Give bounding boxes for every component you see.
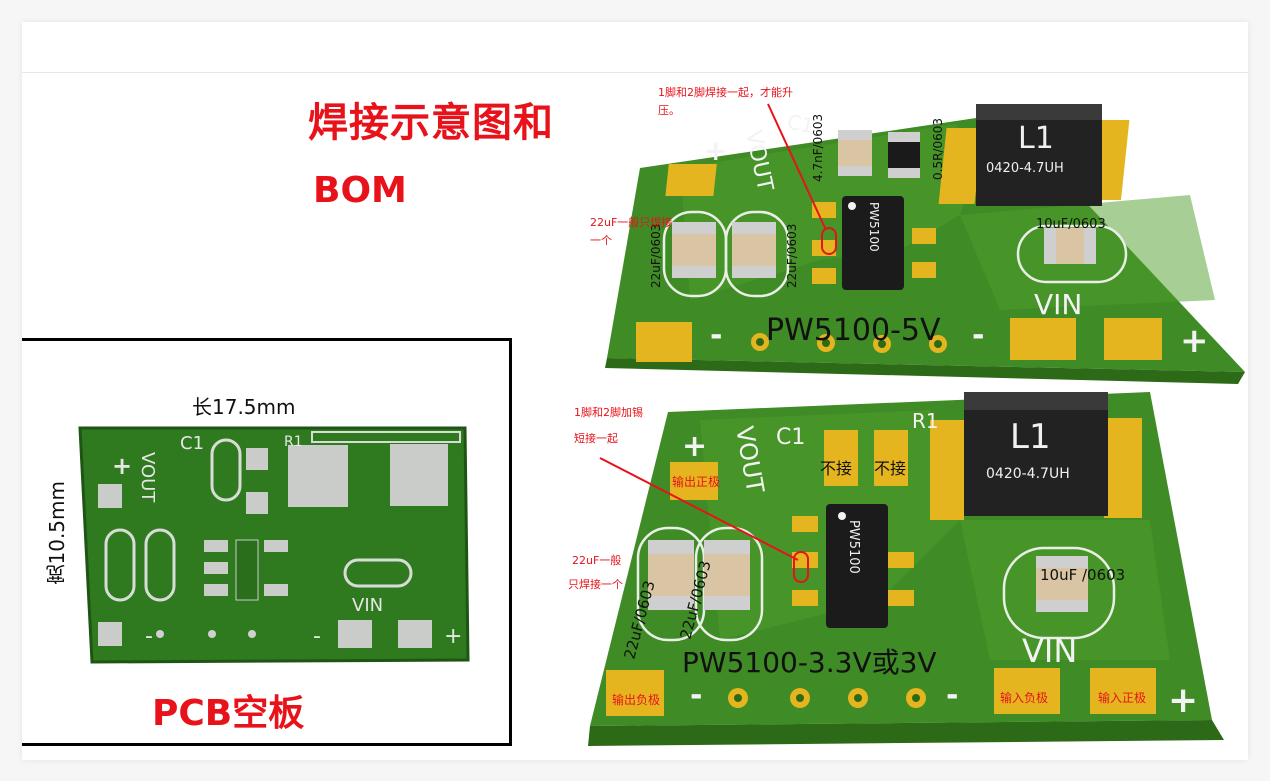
5v-cin-value: 10uF/0603 (1036, 217, 1106, 232)
5v-solder-note: 1脚和2脚焊接一起，才能升压。 (658, 86, 793, 117)
5v-silk-plus2: + (1180, 321, 1209, 361)
3v3-ic-label: PW5100 (846, 520, 861, 574)
pcb-blank-silk-vout: VOUT (137, 452, 158, 503)
5v-silk-plus: + (704, 134, 727, 167)
board-5v: L1 0420-4.7UH PW5100 + - - + VOUT C1 VIN… (605, 103, 1245, 384)
pcb-length-label: 长17.5mm (192, 395, 296, 419)
3v3-pad-out-pos: 输出正极 (672, 474, 720, 489)
5v-silk-vin: VIN (1034, 288, 1082, 321)
5v-inductor-value: 0420-4.7UH (986, 161, 1064, 176)
pcb-blank-frame: 长17.5mm 宽10.5mm (22, 338, 512, 746)
3v3-silk-minus: - (690, 678, 702, 713)
3v3-board-name: PW5100-3.3V或3V (682, 646, 937, 679)
pcb-blank-silk-vin: VIN (352, 595, 383, 616)
3v3-solder-note-line1: 1脚和2脚加锡 (574, 406, 643, 419)
pcb-blank-silk-r1: R1 (284, 434, 303, 450)
3v3-cap-note-line2: 只焊接一个 (568, 578, 623, 591)
5v-board-name: PW5100-5V (766, 313, 941, 348)
5v-inductor-label: L1 (1018, 121, 1054, 156)
3v3-inductor-value: 0420-4.7UH (986, 466, 1070, 482)
pcb-blank-silk-c1: C1 (180, 433, 204, 454)
5v-cout-value-b: 22uF/0603 (785, 224, 799, 288)
3v3-silk-plus: + (682, 429, 707, 464)
pcb-blank-silk-minus2: - (313, 624, 321, 649)
pcb-blank-board: C1 R1 + - - + VIN VOUT (78, 426, 470, 664)
3v3-silk-r1: R1 (912, 409, 939, 433)
5v-silk-minus: - (710, 318, 722, 353)
5v-ic-label: PW5100 (867, 202, 881, 252)
board-3v3: L1 0420-4.7UH PW5100 + - - + VOUT C1 R1 … (588, 392, 1224, 746)
title-line2: BOM (313, 170, 407, 211)
pcb-blank-silk-plus: + (112, 452, 132, 480)
pcb-blank-title: PCB空板 (152, 693, 305, 734)
3v3-silk-vin: VIN (1022, 632, 1077, 670)
5v-c1-value: 4.7nF/0603 (811, 114, 825, 182)
pcb-blank-silk-minus: - (145, 624, 153, 649)
pcb-blank-silk-plus2: + (444, 624, 462, 649)
3v3-pad-out-neg: 输出负极 (612, 692, 660, 707)
5v-r1-value: 0.5R/0603 (931, 118, 945, 180)
5v-silk-minus2: - (972, 318, 984, 353)
top-divider (22, 72, 1248, 73)
3v3-silk-c1: C1 (776, 425, 805, 450)
3v3-no-connect-a: 不接 (820, 459, 852, 478)
3v3-silk-minus2: - (946, 678, 958, 713)
5v-cout-value-a: 22uF/0603 (649, 224, 663, 288)
3v3-cin-value: 10uF /0603 (1040, 566, 1125, 584)
5v-cap-note: 22uF一般只焊接一个 (590, 216, 673, 247)
3v3-cap-note-line1: 22uF一般 (572, 554, 622, 567)
5v-silk-c1: C1 (785, 109, 816, 138)
title-line1: 焊接示意图和 (308, 100, 554, 146)
3v3-solder-note-line2: 短接一起 (574, 432, 618, 445)
3v3-inductor-label: L1 (1010, 417, 1051, 457)
3v3-pad-in-pos: 输入正极 (1098, 690, 1146, 705)
3v3-pad-in-neg: 输入负极 (1000, 690, 1048, 705)
3v3-no-connect-b: 不接 (874, 459, 906, 478)
3v3-silk-plus2: + (1168, 680, 1198, 721)
